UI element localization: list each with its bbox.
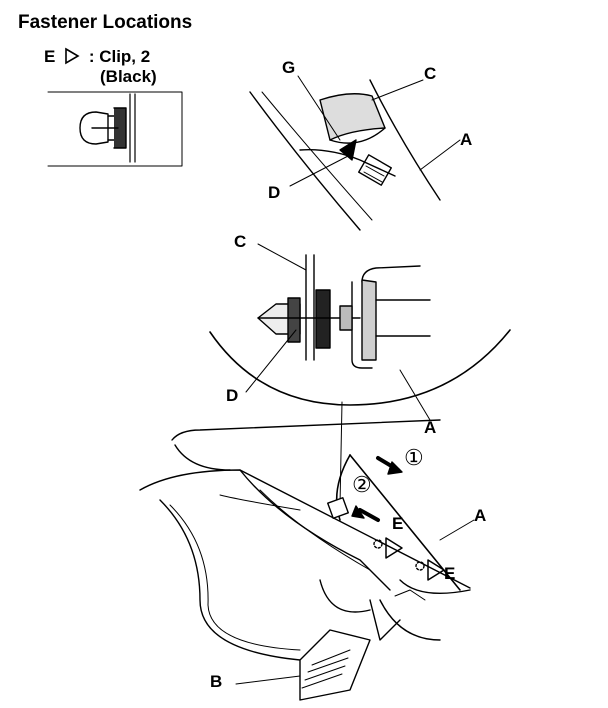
legend-letter: E (44, 47, 56, 66)
label-e-two: E (444, 564, 456, 583)
label-d-top: D (268, 183, 281, 202)
step-two-marker: ② (352, 472, 372, 497)
label-b: B (210, 672, 223, 691)
triangle-outline-icon (64, 47, 80, 70)
label-c-mid: C (234, 232, 247, 251)
label-a-mid: A (424, 418, 437, 437)
step-one-marker: ① (404, 445, 424, 470)
page-title: Fastener Locations (18, 12, 193, 33)
vehicle-interior-view (139, 419, 475, 701)
top-pillar-detail (249, 75, 461, 231)
label-a-bottom: A (474, 506, 487, 525)
legend-color-note: (Black) (100, 67, 157, 86)
label-c-top: C (424, 64, 437, 83)
label-d-mid: D (226, 386, 239, 405)
legend-text: : Clip, 2 (88, 47, 151, 66)
clip-detail-inset (47, 91, 183, 167)
label-e-one: E (392, 514, 404, 533)
label-a-top: A (460, 130, 473, 149)
label-g: G (282, 58, 296, 77)
middle-clip-detail (209, 243, 511, 506)
legend-clip-entry: E : Clip, 2 (44, 47, 150, 70)
